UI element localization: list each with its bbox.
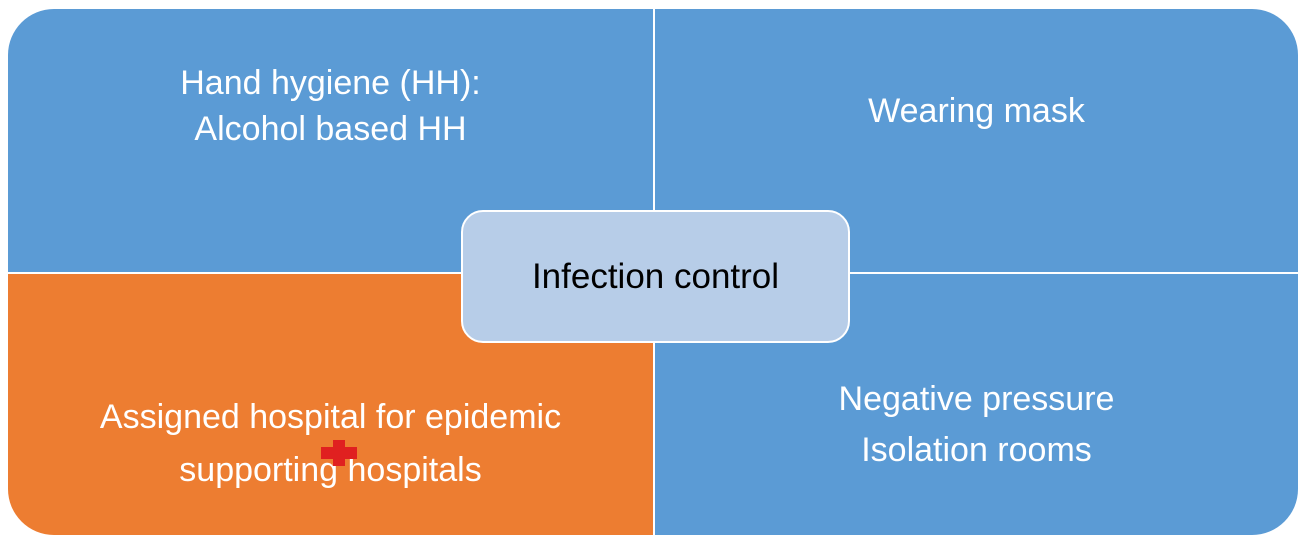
quadrant-text-line: Alcohol based HH [194, 110, 467, 148]
quadrant-text-line: Isolation rooms [861, 431, 1092, 469]
center-label-box: Infection control [461, 210, 850, 343]
quadrant-text-line: Wearing mask [868, 92, 1085, 130]
quadrant-text-line: Assigned hospital for epidemic [99, 398, 562, 436]
center-label: Infection control [531, 256, 780, 296]
red-cross-icon [321, 440, 357, 466]
quadrant-text-line: Hand hygiene (HH): [180, 64, 481, 102]
quadrant-text-line: Negative pressure [838, 380, 1115, 418]
